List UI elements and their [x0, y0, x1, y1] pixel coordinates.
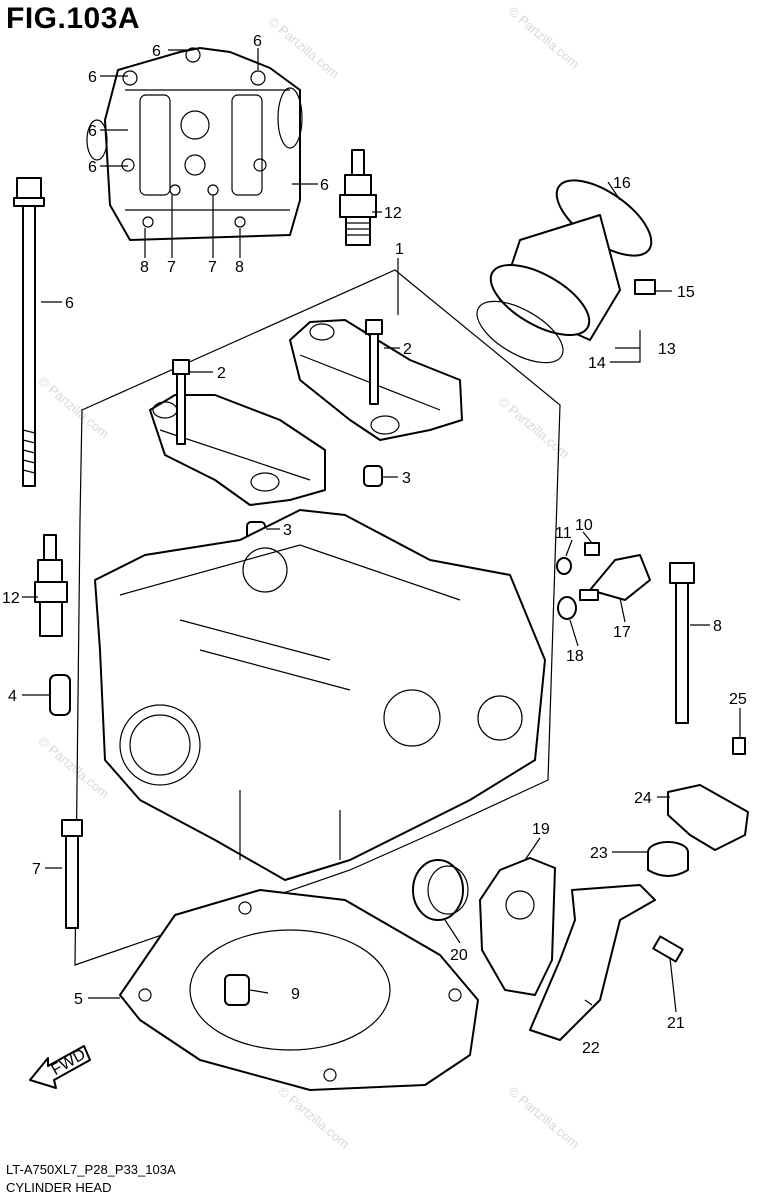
callout: 19: [532, 821, 550, 838]
callout: 2: [217, 365, 226, 382]
figure-title: FIG.103A: [6, 2, 141, 35]
callout: 1: [395, 241, 404, 258]
callout: 6: [152, 43, 161, 60]
callout: 6: [320, 177, 329, 194]
callout: 5: [74, 991, 83, 1008]
bolt-7-left: [61, 819, 83, 929]
bolt-8-right: [669, 562, 695, 724]
thermostat-cover-19: [479, 857, 556, 996]
footer-section-name: CYLINDER HEAD: [6, 1180, 112, 1195]
bolt-21: [652, 935, 684, 963]
cap-23: [647, 841, 689, 877]
callout: 20: [450, 947, 468, 964]
callout: 10: [575, 517, 593, 534]
callout: 6: [88, 159, 97, 176]
head-top-view: [86, 47, 303, 241]
callout: 15: [677, 284, 695, 301]
dowel-9: [224, 974, 250, 1006]
callout: 22: [582, 1040, 600, 1057]
long-bolt-6: [13, 177, 45, 487]
leader-lines: [22, 48, 741, 1013]
callout: 7: [32, 861, 41, 878]
callout: 6: [65, 295, 74, 312]
dowel-3-a: [363, 465, 383, 487]
intake-pipe: [476, 179, 656, 364]
callout: 4: [8, 688, 17, 705]
gasket-5: [119, 889, 479, 1091]
callout: 13: [658, 341, 676, 358]
callout: 6: [88, 69, 97, 86]
callout: 24: [634, 790, 652, 807]
svg-text:FWD: FWD: [49, 1046, 89, 1079]
callout: 3: [283, 522, 292, 539]
callout: 7: [167, 259, 176, 276]
footer-model-code: LT-A750XL7_P28_P33_103A: [6, 1162, 176, 1177]
callout: 12: [2, 590, 20, 607]
thermostat-20: [412, 859, 469, 921]
callout: 9: [291, 986, 300, 1003]
fwd-arrow-icon: FWD: [29, 1045, 91, 1089]
callout: 6: [88, 123, 97, 140]
pipe-4: [49, 674, 71, 716]
callout: 25: [729, 691, 747, 708]
callout: 21: [667, 1015, 685, 1032]
callout: 17: [613, 624, 631, 641]
bracket-24: [667, 784, 749, 851]
callout: 14: [588, 355, 606, 372]
callout: 8: [713, 618, 722, 635]
callout: 18: [566, 648, 584, 665]
cylinder-head-body: [94, 509, 546, 881]
callouts: 6 6 6 6 6 6 8 7 7 8 12 6 1 2 2 3 3 16 15…: [2, 33, 747, 1057]
callout: 8: [235, 259, 244, 276]
callout: 6: [253, 33, 262, 50]
bolt-2-a: [365, 319, 383, 405]
temp-sensor: [556, 542, 651, 620]
bolt-2-b: [172, 359, 190, 445]
callout: 16: [613, 175, 631, 192]
spark-plug-left: [34, 534, 68, 637]
callout: 2: [403, 341, 412, 358]
callout: 23: [590, 845, 608, 862]
callout: 8: [140, 259, 149, 276]
callout: 12: [384, 205, 402, 222]
callout: 7: [208, 259, 217, 276]
water-pipe-22: [529, 884, 656, 1041]
assembly-box: [74, 269, 561, 966]
bolt-25: [732, 737, 746, 755]
callout: 3: [402, 470, 411, 487]
spark-plug-top: [339, 149, 377, 246]
callout: 11: [555, 525, 572, 542]
